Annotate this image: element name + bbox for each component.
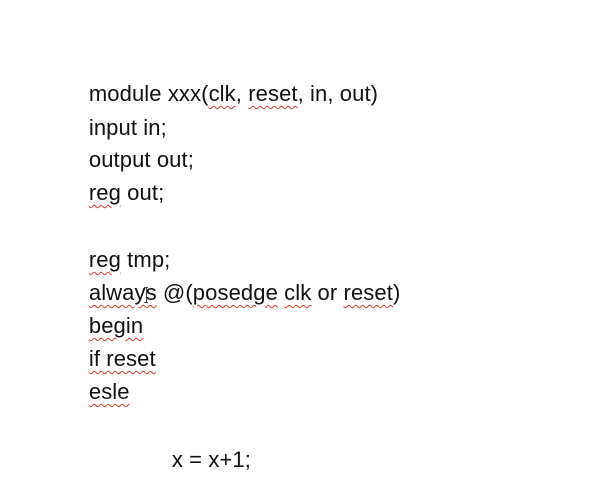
code-text-out: out;	[120, 180, 165, 205]
misspelled-reg: reg	[88, 180, 121, 205]
code-line-always: always @(posedge clk or reset)	[64, 251, 400, 335]
code-text-input: input in;	[88, 115, 167, 140]
code-text-output: output out;	[88, 147, 194, 172]
text-cursor-icon	[141, 287, 149, 303]
code-text-or: or	[311, 280, 344, 305]
code-line-module: module xxx(clk, reset, in, out)	[64, 52, 378, 136]
misspelled-always: always	[88, 280, 157, 305]
code-text-comma: ,	[235, 81, 249, 106]
code-text-module: module xxx(	[88, 81, 209, 106]
misspelled-reset-always: reset	[343, 280, 393, 305]
code-text-close: )	[392, 280, 401, 305]
code-text-at: @(	[156, 280, 193, 305]
code-text-ports: , in, out)	[297, 81, 379, 106]
code-line-if-reset: if reset	[64, 317, 156, 401]
misspelled-clk: clk	[208, 81, 236, 106]
misspelled-posedge: posedge	[192, 280, 278, 305]
misspelled-reset: reset	[248, 81, 298, 106]
misspelled-begin: begin	[88, 313, 144, 338]
misspelled-if-reset: if reset	[88, 346, 156, 371]
code-text-increment: x = x+1;	[171, 447, 251, 472]
code-line-increment: x = x+1;	[147, 418, 251, 502]
code-line-esle: esle	[64, 350, 130, 434]
code-line-reg-out: reg out;	[64, 151, 164, 235]
code-line-output: output out;	[64, 118, 194, 202]
code-line-reg-tmp: reg tmp;	[64, 218, 170, 302]
misspelled-esle: esle	[88, 379, 130, 404]
misspelled-reg-tmp: reg	[88, 247, 121, 272]
misspelled-clk-always: clk	[284, 280, 312, 305]
code-line-input: input in;	[64, 86, 167, 170]
document-page: module xxx(clk, reset, in, out) input in…	[64, 52, 401, 472]
code-text-tmp: tmp;	[120, 247, 171, 272]
code-line-begin: begin	[64, 284, 143, 368]
